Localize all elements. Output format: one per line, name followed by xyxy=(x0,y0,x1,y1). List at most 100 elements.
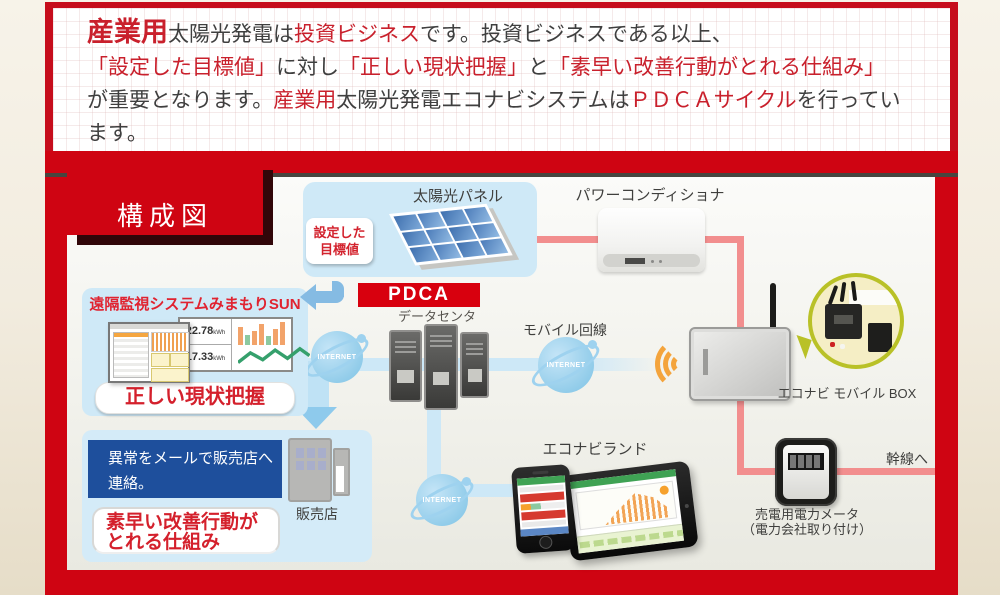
energy-unit: kWh xyxy=(213,330,226,336)
target-line1: 設定した xyxy=(313,225,366,240)
intro-segment: 投資ビジネス xyxy=(294,22,420,46)
phone-speaker xyxy=(532,470,549,475)
internet-globe-icon: INTERNET xyxy=(416,474,471,526)
mobile-box-label: エコナビ モバイル BOX xyxy=(777,386,917,401)
shop-windows xyxy=(296,448,326,470)
mobile-line-label: モバイル回線 xyxy=(523,322,607,338)
intro-segment: 産業用 xyxy=(273,88,337,112)
return-arrow-horizontal xyxy=(314,291,344,303)
shop-building-icon xyxy=(288,438,350,502)
rack-panel xyxy=(432,371,450,385)
callout-pointer xyxy=(790,335,812,359)
solar-panel-label: 太陽光パネル xyxy=(412,188,503,205)
energy-value: 17.33 xyxy=(185,350,214,363)
intro-segment: ます。 xyxy=(87,121,148,145)
plug-red xyxy=(829,342,835,348)
monitor-screenshot-report xyxy=(108,322,190,383)
return-arrow-icon xyxy=(300,281,352,313)
intro-segment: が重要となります。 xyxy=(87,88,274,112)
mobile-box-icon xyxy=(689,327,791,401)
shop-building-body xyxy=(288,438,332,502)
server-rack-icon xyxy=(424,324,458,410)
intro-segment: を行ってい xyxy=(796,88,901,112)
report-histogram xyxy=(151,332,189,352)
shop-door xyxy=(336,466,344,492)
sun-icon xyxy=(659,485,670,496)
power-conditioner-label: パワーコンディショナ xyxy=(575,187,725,204)
improvement-badge: 素早い改善行動が とれる仕組み xyxy=(92,507,280,554)
internet-globe-text: INTERNET xyxy=(546,361,586,369)
tablet-screen xyxy=(570,469,685,554)
meter-label-line1: 売電用電力メータ xyxy=(754,507,859,522)
internet-globe-icon: INTERNET xyxy=(538,337,597,393)
callout-shelf xyxy=(848,290,900,306)
diagram-canvas: 太陽光パネル 設定した 目標値 PDCA データセンタ パワーコンディショナ xyxy=(67,177,935,570)
tablet-chart xyxy=(575,480,678,531)
trunk-line-label: 幹線へ xyxy=(886,451,928,467)
report-strip-chart xyxy=(151,368,189,382)
meter-label-line2: （電力会社取り付け） xyxy=(741,522,872,537)
monitoring-system-title: 遠隔監視システムみまもりSUN xyxy=(89,296,301,313)
diagram-title: 構成図 xyxy=(67,160,263,235)
rack-panel xyxy=(467,368,482,382)
intro-segment: 「素早い改善行動がとれる仕組み」 xyxy=(549,55,885,79)
wifi-arc-icon xyxy=(655,338,707,390)
cable-icon xyxy=(828,284,839,305)
energy-reading: 22.78kWh xyxy=(180,319,232,345)
monitor-screenshot-values: 22.78kWh 17.33kWh xyxy=(178,317,310,372)
target-value-badge: 設定した 目標値 xyxy=(306,218,373,264)
target-line2: 目標値 xyxy=(319,242,359,257)
improve-line2: とれる仕組み xyxy=(106,532,221,553)
shop-label: 販売店 xyxy=(296,506,338,522)
intro-segment: 「設定した目標値」 xyxy=(87,55,276,79)
callout-device xyxy=(825,304,863,340)
power-conditioner-led xyxy=(651,260,654,263)
intro-segment: ＰＤＣＡサイクル xyxy=(629,88,797,112)
power-meter-icon xyxy=(775,438,837,506)
intro-paragraph: 産業用太陽光発電は投資ビジネスです。投資ビジネスである以上、 「設定した目標値」… xyxy=(53,8,950,150)
alert-line1: 異常をメールで販売店へ xyxy=(108,450,274,467)
server-rack-icon xyxy=(389,330,422,402)
intro-segment: 太陽光発電は xyxy=(168,22,294,46)
phone-screen xyxy=(516,475,569,537)
mini-bar-chart xyxy=(238,321,288,345)
mobile-box-slot xyxy=(703,349,708,375)
intro-segment: に対し xyxy=(276,55,339,79)
report-subchart xyxy=(151,353,170,367)
monitoring-system-box: 遠隔監視システムみまもりSUN 22.78kWh 17.33kWh 正しい現状把… xyxy=(82,288,310,416)
antenna-icon xyxy=(770,283,776,329)
econavi-land-label: エコナビランド xyxy=(542,441,648,458)
rack-vents xyxy=(430,335,452,350)
meter-face xyxy=(783,445,829,499)
intro-segment: 産業用 xyxy=(87,17,168,47)
callout-monitor xyxy=(868,322,893,352)
intro-segment: です。投資ビジネスである以上、 xyxy=(420,22,733,46)
diagram-frame: 太陽光パネル 設定した 目標値 PDCA データセンタ パワーコンディショナ xyxy=(45,151,958,595)
solar-panel-box: 太陽光パネル 設定した 目標値 xyxy=(303,182,537,277)
cable-icon xyxy=(839,282,847,303)
power-conditioner-led xyxy=(659,260,662,263)
plug-white xyxy=(840,343,846,349)
mini-line-chart xyxy=(238,346,310,364)
report-table xyxy=(113,332,149,378)
alert-line2: 連絡。 xyxy=(108,475,154,492)
mobile-box-zoom-callout xyxy=(808,273,904,369)
energy-unit: kWh xyxy=(213,355,226,362)
internet-globe-text: INTERNET xyxy=(422,496,462,504)
report-titlebar xyxy=(110,324,188,329)
improve-line1: 素早い改善行動が xyxy=(106,512,259,533)
status-badge: 正しい現状把握 xyxy=(95,382,295,414)
intro-segment: 「正しい現状把握」 xyxy=(339,55,528,79)
rack-panel xyxy=(397,370,414,384)
power-conditioner-strip xyxy=(603,254,700,267)
tablet-chart-bars xyxy=(602,489,670,525)
alert-panel: 異常をメールで販売店へ 連絡。 素早い改善行動が とれる仕組み 販売店 xyxy=(82,430,372,562)
internet-globe-text: INTERNET xyxy=(317,353,357,361)
rack-vents xyxy=(395,341,416,356)
rack-vents xyxy=(466,343,483,358)
smartphone-icon xyxy=(511,464,575,554)
pdca-badge: PDCA xyxy=(358,283,480,307)
power-conditioner-display xyxy=(625,258,645,264)
meter-digits xyxy=(788,453,824,470)
energy-reading: 17.33kWh xyxy=(180,344,232,370)
